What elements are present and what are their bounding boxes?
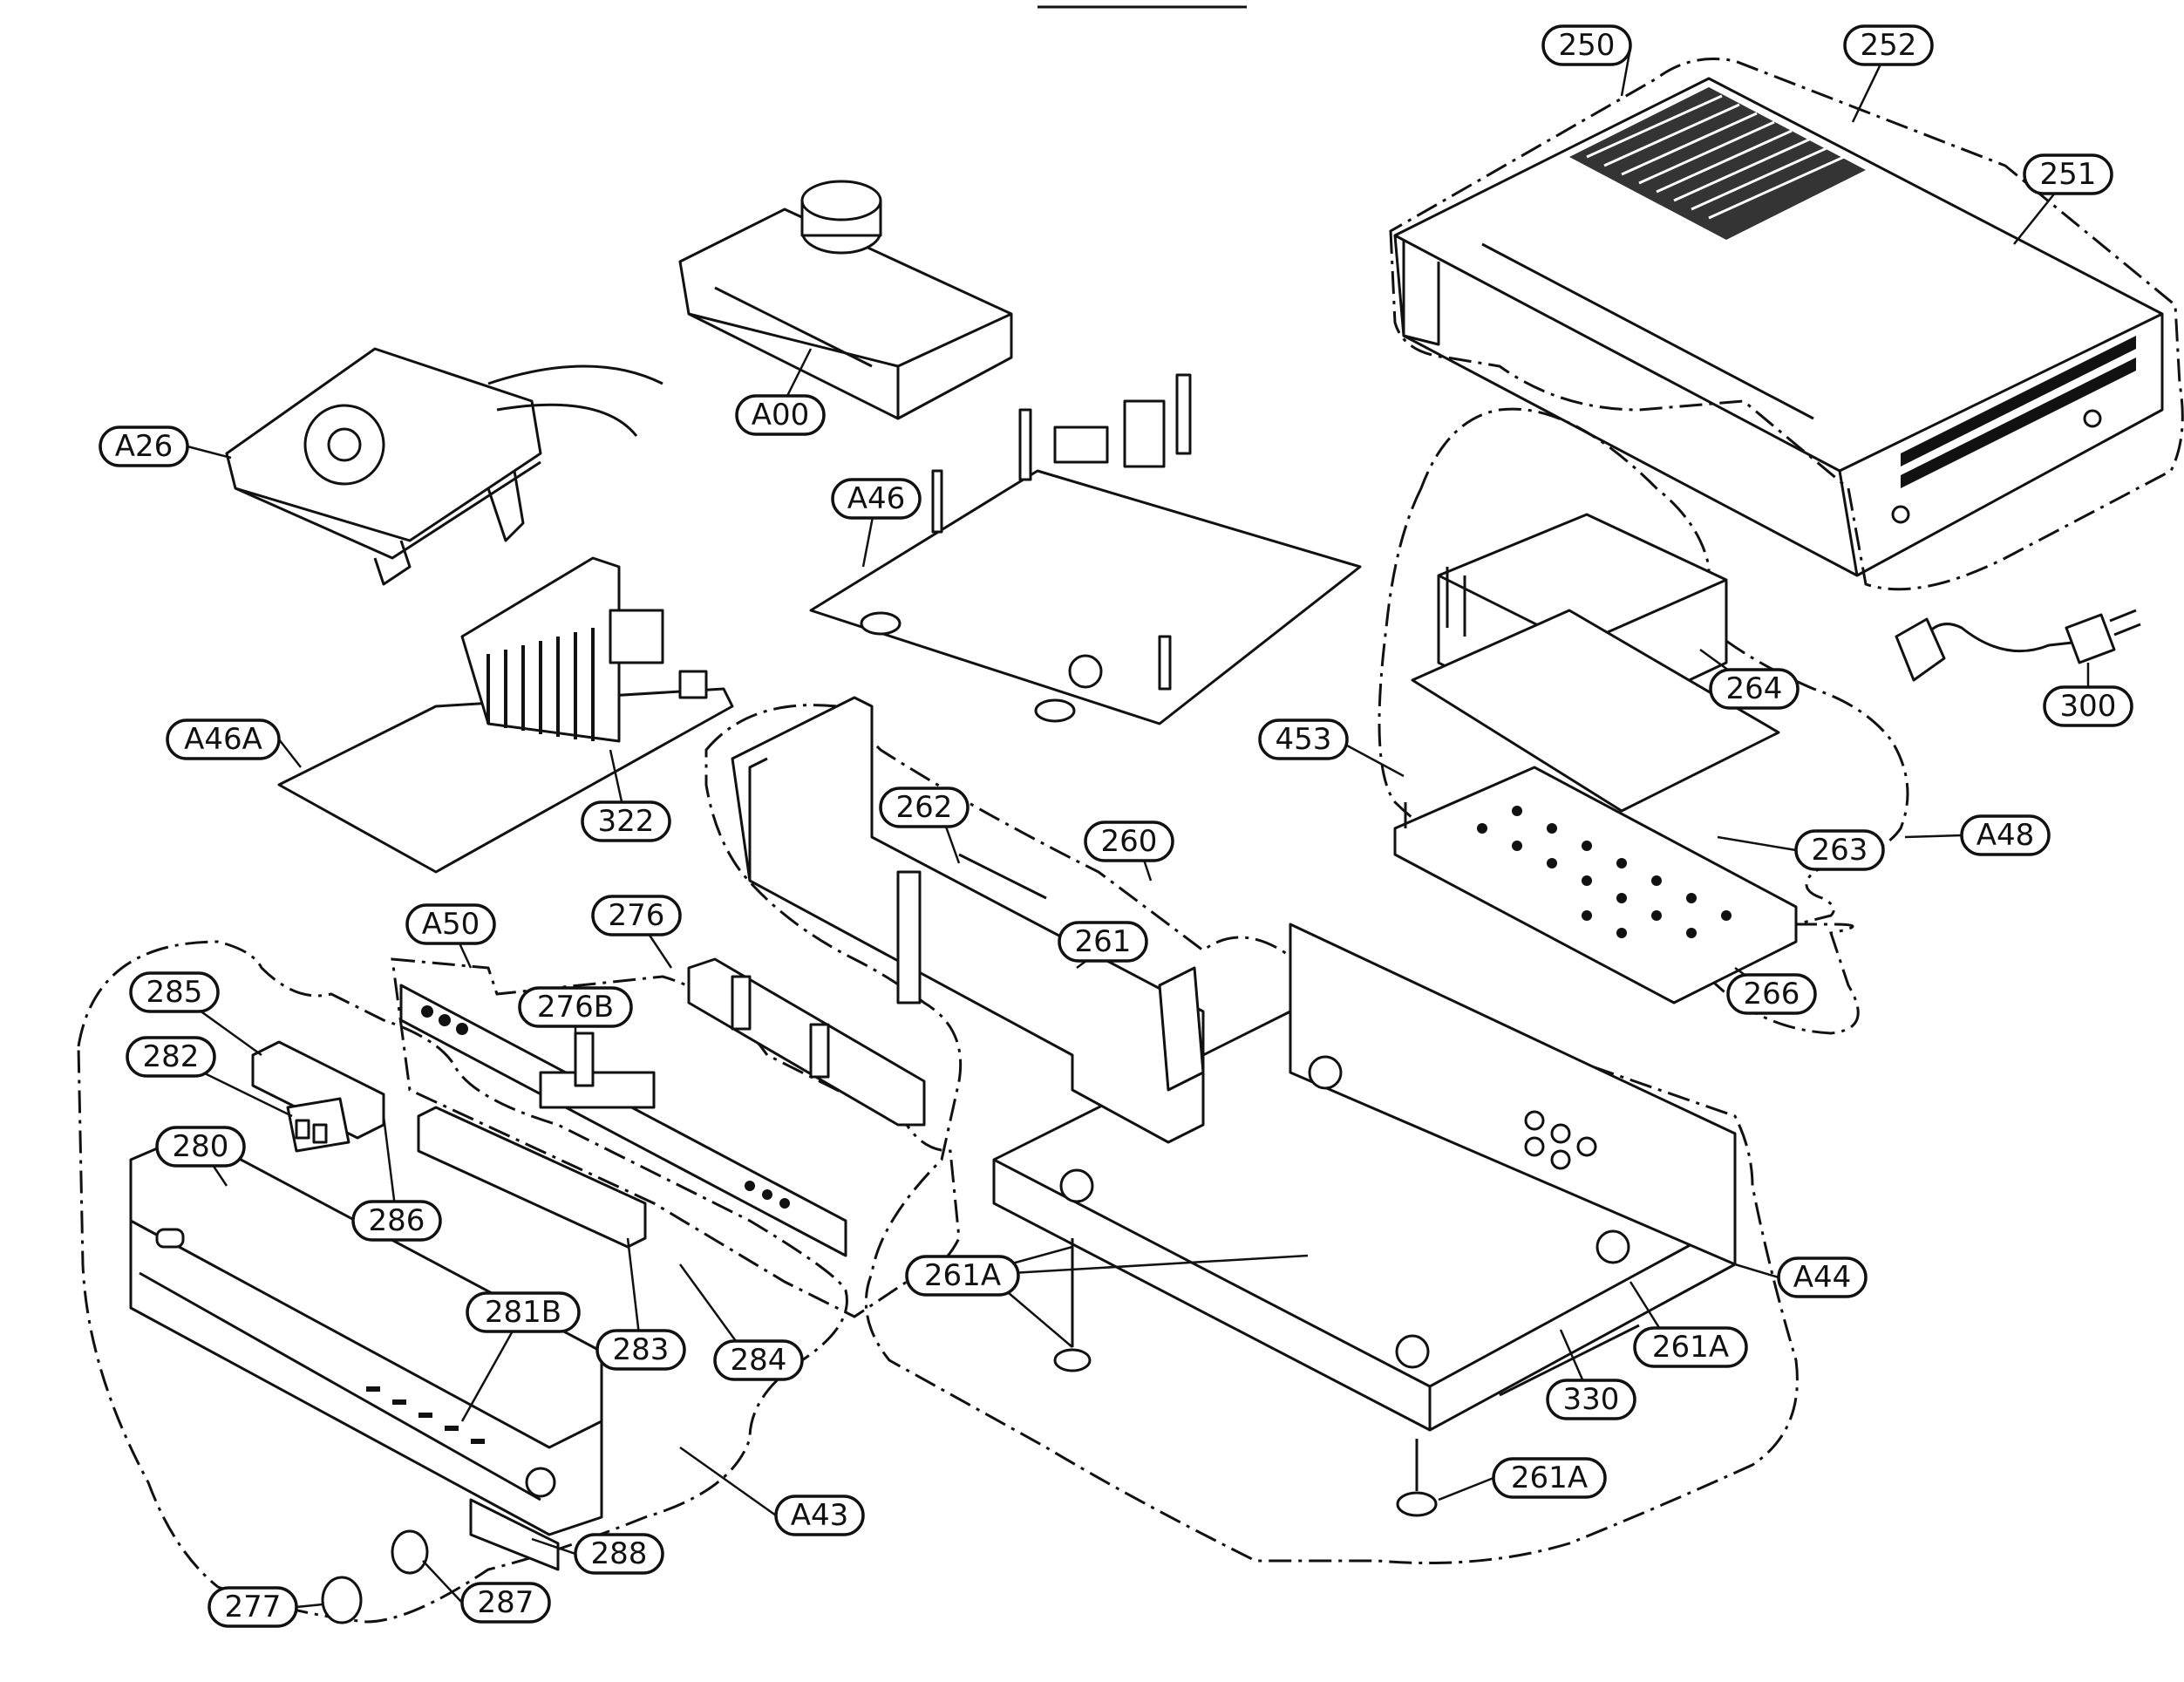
callout-266: 266 <box>1726 973 1817 1015</box>
callout-276B: 276B <box>518 986 633 1028</box>
svg-text:A46: A46 <box>847 481 906 516</box>
svg-text:277: 277 <box>225 1590 282 1624</box>
callout-A26: A26 <box>99 426 189 467</box>
callout-A50: A50 <box>405 903 496 945</box>
display-lens-part <box>286 1097 350 1153</box>
callout-A00: A00 <box>735 394 826 436</box>
callout-322: 322 <box>581 800 671 842</box>
callout-300: 300 <box>2043 685 2133 727</box>
svg-text:283: 283 <box>613 1332 670 1367</box>
callout-252: 252 <box>1843 24 1934 66</box>
svg-text:261: 261 <box>1075 924 1132 959</box>
callout-282: 282 <box>126 1036 216 1078</box>
callout-277: 277 <box>208 1586 298 1628</box>
svg-text:251: 251 <box>2040 157 2097 192</box>
main-board-a46-part <box>809 373 1362 725</box>
power-cord-part <box>1895 609 2141 682</box>
svg-text:A50: A50 <box>422 907 480 942</box>
svg-text:264: 264 <box>1726 671 1783 706</box>
dvd-loader-part <box>225 347 663 586</box>
svg-text:281B: 281B <box>485 1295 561 1330</box>
callout-A43: A43 <box>774 1495 865 1536</box>
svg-text:A44: A44 <box>1793 1260 1852 1295</box>
callout-261A-left: 261A <box>905 1255 1020 1297</box>
svg-text:280: 280 <box>173 1129 229 1164</box>
svg-text:266: 266 <box>1744 977 1800 1011</box>
callout-281B: 281B <box>466 1291 581 1333</box>
svg-text:A26: A26 <box>115 429 173 464</box>
svg-text:330: 330 <box>1563 1382 1620 1417</box>
svg-text:284: 284 <box>731 1343 787 1378</box>
callout-276: 276 <box>591 895 682 936</box>
callout-287: 287 <box>460 1582 551 1624</box>
callout-A44: A44 <box>1777 1256 1868 1298</box>
callout-263: 263 <box>1794 829 1885 871</box>
callout-A48: A48 <box>1960 814 2051 856</box>
svg-text:276B: 276B <box>537 990 614 1025</box>
svg-text:286: 286 <box>369 1203 425 1238</box>
callout-283: 283 <box>595 1329 686 1371</box>
callout-285: 285 <box>129 971 220 1013</box>
top-cover-boundary <box>1389 58 2184 591</box>
svg-text:260: 260 <box>1101 824 1158 859</box>
callout-453: 453 <box>1258 718 1349 760</box>
callout-250: 250 <box>1541 24 1632 66</box>
callout-286: 286 <box>351 1200 442 1242</box>
shield-box-part <box>1393 513 1798 1004</box>
callout-262: 262 <box>879 787 970 828</box>
svg-text:252: 252 <box>1861 28 1917 63</box>
knob-part <box>321 1529 429 1624</box>
svg-text:263: 263 <box>1812 833 1868 868</box>
svg-text:322: 322 <box>598 804 655 839</box>
svg-text:285: 285 <box>146 975 203 1010</box>
callout-330: 330 <box>1546 1379 1636 1420</box>
callout-264: 264 <box>1709 668 1800 710</box>
callout-261A-bottom: 261A <box>1492 1457 1607 1499</box>
foot-261a-1 <box>1053 1348 1092 1372</box>
svg-text:288: 288 <box>591 1536 648 1571</box>
callout-261: 261 <box>1058 921 1148 963</box>
display-board-part <box>399 984 847 1257</box>
top-cover-part <box>1393 77 2164 577</box>
callout-A46: A46 <box>831 478 922 520</box>
svg-text:A48: A48 <box>1976 818 2035 853</box>
callout-251: 251 <box>2023 153 2113 195</box>
svg-text:A00: A00 <box>752 398 810 432</box>
callout-260: 260 <box>1084 821 1174 862</box>
foot-261a-2 <box>1396 1491 1438 1517</box>
callout-288: 288 <box>574 1533 664 1575</box>
vcr-mechanism-part <box>678 180 1013 420</box>
callout-280: 280 <box>155 1126 246 1168</box>
svg-text:453: 453 <box>1276 722 1332 757</box>
svg-text:261A: 261A <box>1511 1461 1588 1495</box>
svg-text:287: 287 <box>478 1585 534 1620</box>
svg-text:A46A: A46A <box>184 722 262 757</box>
front-window-part <box>417 1106 647 1249</box>
front-panel-group-a43-boundary <box>77 940 848 1624</box>
subframe-part <box>731 696 1205 1144</box>
svg-text:A43: A43 <box>791 1498 849 1533</box>
svg-text:250: 250 <box>1559 28 1616 63</box>
callout-261A-right: 261A <box>1633 1326 1748 1368</box>
callout-284: 284 <box>713 1339 804 1381</box>
svg-text:282: 282 <box>143 1039 200 1074</box>
callout-A46A: A46A <box>166 718 281 760</box>
svg-text:262: 262 <box>896 790 953 825</box>
front-panel-part <box>129 1132 603 1571</box>
power-board-a46a-part <box>277 556 734 874</box>
svg-text:300: 300 <box>2060 689 2117 724</box>
svg-text:261A: 261A <box>924 1258 1001 1293</box>
svg-text:261A: 261A <box>1652 1330 1729 1365</box>
svg-text:276: 276 <box>609 898 665 933</box>
front-bracket-part <box>687 957 926 1127</box>
